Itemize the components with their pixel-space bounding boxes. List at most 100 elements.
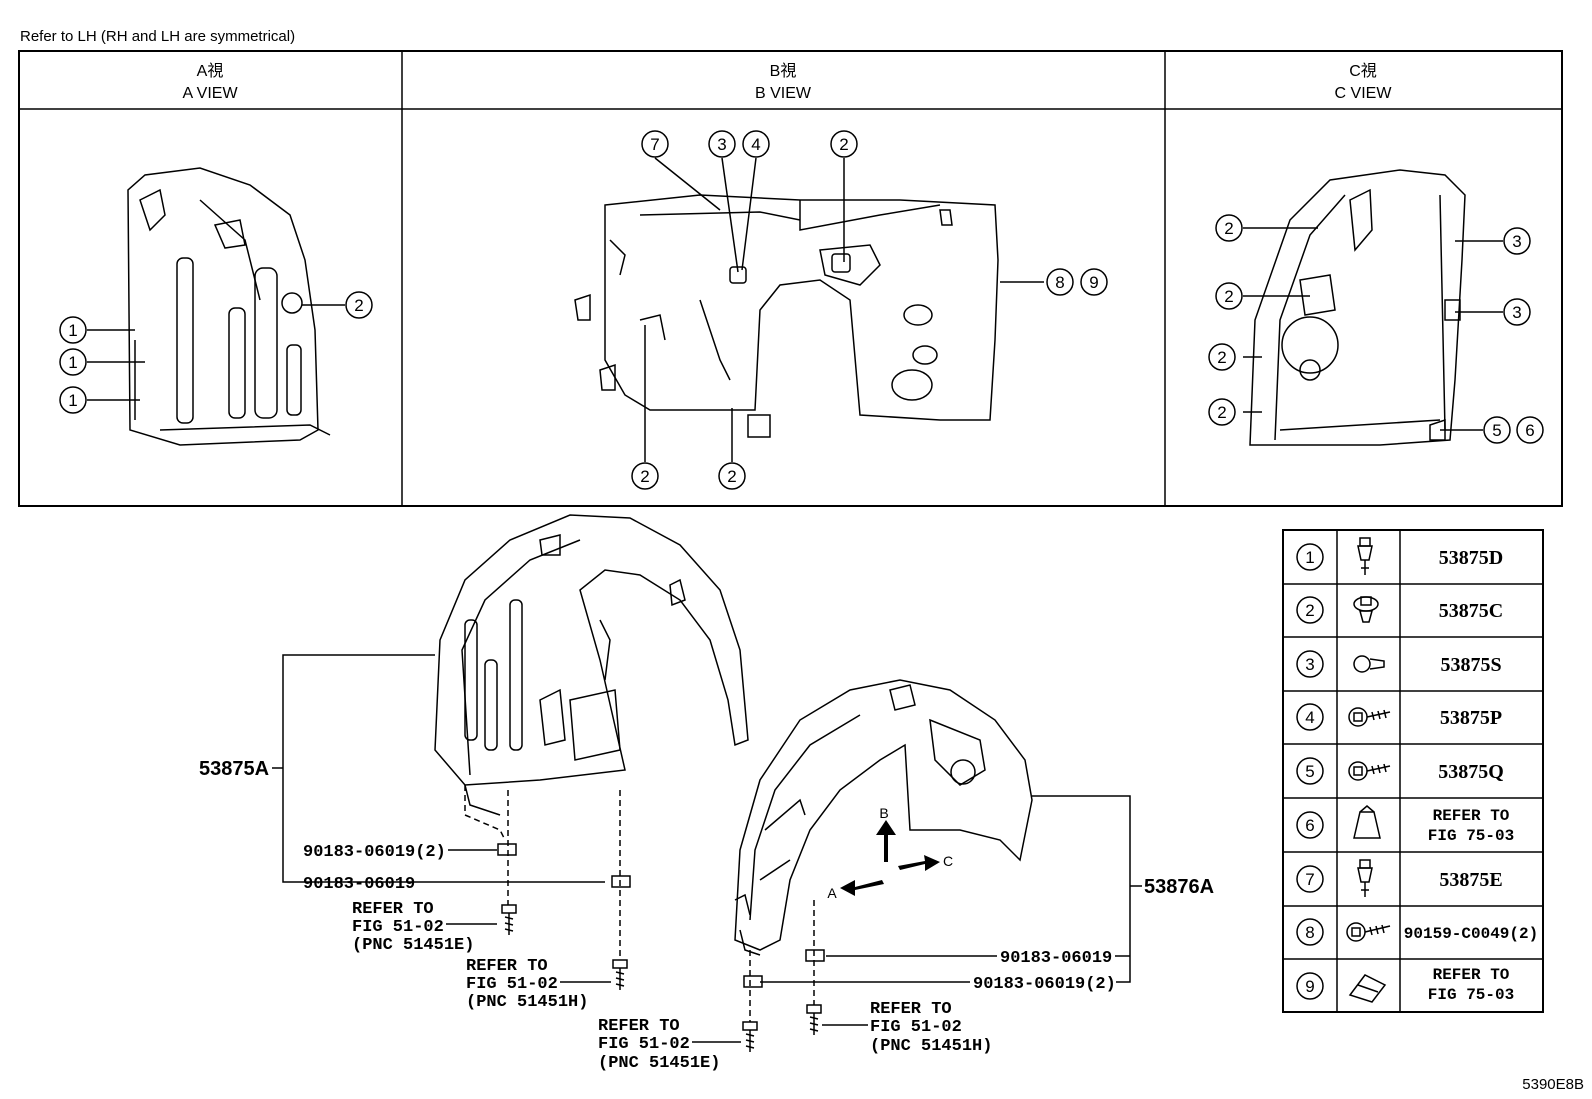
refer-3-line2: FIG 51-02: [598, 1035, 690, 1054]
b-callout-4: 4: [751, 135, 760, 154]
screw-icon: [1348, 707, 1391, 727]
legend-ref-6a: REFER TO: [1433, 807, 1510, 825]
part-53876A-label: 53876A: [1144, 876, 1214, 898]
nut-clip-icon: [1348, 974, 1387, 1003]
legend-part-7: 53875E: [1439, 869, 1502, 891]
view-c-en: C VIEW: [1335, 85, 1393, 102]
clip-qty2-label-rear: 90183-06019(2): [973, 975, 1116, 994]
refer-4-line2: FIG 51-02: [870, 1018, 962, 1037]
part-53875A-label: 53875A: [199, 758, 269, 780]
clip-nut-icon: [611, 875, 631, 888]
a-callout-1c: 1: [68, 391, 77, 410]
fastener-legend-table: [1282, 529, 1544, 1013]
views-frame: [18, 50, 1563, 507]
screw-icon: [1348, 761, 1391, 781]
legend-num-8: 8: [1305, 923, 1314, 942]
bolt-icon: [742, 1021, 758, 1052]
refer-2-line3: (PNC 51451H): [466, 993, 588, 1012]
a-view-callouts: [59, 291, 373, 414]
diagram-code: 5390E8B: [1522, 1076, 1584, 1093]
c-view-drawing: [1249, 169, 1466, 446]
refer-4-line3: (PNC 51451H): [870, 1037, 992, 1056]
clip-label-rear: 90183-06019: [1000, 949, 1112, 968]
legend-part-2: 53875C: [1439, 600, 1503, 622]
legend-part-1: 53875D: [1439, 547, 1503, 569]
clip-icon: [1353, 596, 1379, 623]
c-callout-5: 5: [1492, 421, 1501, 440]
push-rivet-icon: [1357, 537, 1373, 575]
push-rivet-icon: [1357, 859, 1373, 897]
c-callout-2d: 2: [1217, 403, 1226, 422]
legend-part-5: 53875Q: [1438, 761, 1504, 783]
main-fasteners: [497, 843, 825, 1052]
legend-num-1: 1: [1305, 548, 1314, 567]
legend-num-2: 2: [1305, 601, 1314, 620]
b-callout-9: 9: [1089, 273, 1098, 292]
b-callout-2-top: 2: [839, 135, 848, 154]
legend-num-3: 3: [1305, 655, 1314, 674]
legend-num-6: 6: [1305, 816, 1314, 835]
view-a-en: A VIEW: [182, 85, 238, 102]
a-callout-2: 2: [354, 296, 363, 315]
b-view-drawing: [574, 194, 999, 438]
refer-3-line3: (PNC 51451E): [598, 1054, 720, 1073]
arrow-a-icon: [840, 880, 884, 896]
legend-num-9: 9: [1305, 977, 1314, 996]
clip-qty2-label-front: 90183-06019(2): [303, 843, 446, 862]
b-view-callouts: [631, 130, 1108, 490]
clip-nut-icon: [497, 843, 517, 856]
screw-icon: [1346, 922, 1391, 942]
clip-nut-icon: [743, 975, 763, 988]
c-view-callouts: [1208, 214, 1544, 444]
refer-1-line2: FIG 51-02: [352, 918, 444, 937]
arrow-a-label: A: [827, 885, 837, 901]
legend-num-4: 4: [1305, 708, 1314, 727]
refer-3-line1: REFER TO: [598, 1017, 680, 1036]
rear-fender-liner: [734, 679, 1033, 956]
c-callout-2a: 2: [1224, 219, 1233, 238]
view-direction-arrows: [840, 820, 940, 896]
legend-num-5: 5: [1305, 762, 1314, 781]
c-callout-6: 6: [1525, 421, 1534, 440]
clip-label-front: 90183-06019: [303, 875, 415, 894]
view-a-jp: A視: [197, 62, 224, 80]
b-callout-7: 7: [650, 135, 659, 154]
b-callout-8: 8: [1055, 273, 1064, 292]
view-b-jp: B視: [770, 62, 797, 80]
legend-num-7: 7: [1305, 870, 1314, 889]
clip-icon: [1353, 655, 1385, 673]
refer-2-line2: FIG 51-02: [466, 975, 558, 994]
refer-4-line1: REFER TO: [870, 1000, 952, 1019]
b-callout-3: 3: [717, 135, 726, 154]
arrow-c-icon: [898, 855, 940, 871]
c-callout-2c: 2: [1217, 348, 1226, 367]
arrow-c-label: C: [943, 853, 953, 869]
nut-clip-icon: [1353, 805, 1381, 839]
view-b-en: B VIEW: [755, 85, 812, 102]
main-leaders: [272, 654, 1142, 1043]
c-callout-3b: 3: [1512, 303, 1521, 322]
refer-1-line3: (PNC 51451E): [352, 936, 474, 955]
legend-ref-6b: FIG 75-03: [1428, 827, 1514, 845]
arrow-b-label: B: [879, 805, 888, 821]
legend-part-4: 53875P: [1440, 707, 1502, 729]
refer-2-line1: REFER TO: [466, 957, 548, 976]
clip-nut-icon: [805, 949, 825, 962]
arrow-b-icon: [876, 820, 896, 862]
bolt-icon: [612, 959, 628, 990]
view-headers: A視 A VIEW B視 B VIEW C視 C VIEW: [182, 62, 1392, 102]
legend-ref-9b: FIG 75-03: [1428, 986, 1514, 1004]
legend-ref-9a: REFER TO: [1433, 966, 1510, 984]
a-callout-1a: 1: [68, 321, 77, 340]
a-callout-1b: 1: [68, 353, 77, 372]
b-callout-2-left: 2: [640, 467, 649, 486]
b-callout-2-mid: 2: [727, 467, 736, 486]
c-callout-3a: 3: [1512, 232, 1521, 251]
legend-part-8: 90159-C0049(2): [1404, 925, 1538, 943]
bolt-icon: [806, 1004, 822, 1035]
legend-part-3: 53875S: [1440, 654, 1501, 676]
refer-1-line1: REFER TO: [352, 900, 434, 919]
symmetry-note: Refer to LH (RH and LH are symmetrical): [20, 28, 296, 45]
front-fender-liner: [434, 514, 749, 816]
